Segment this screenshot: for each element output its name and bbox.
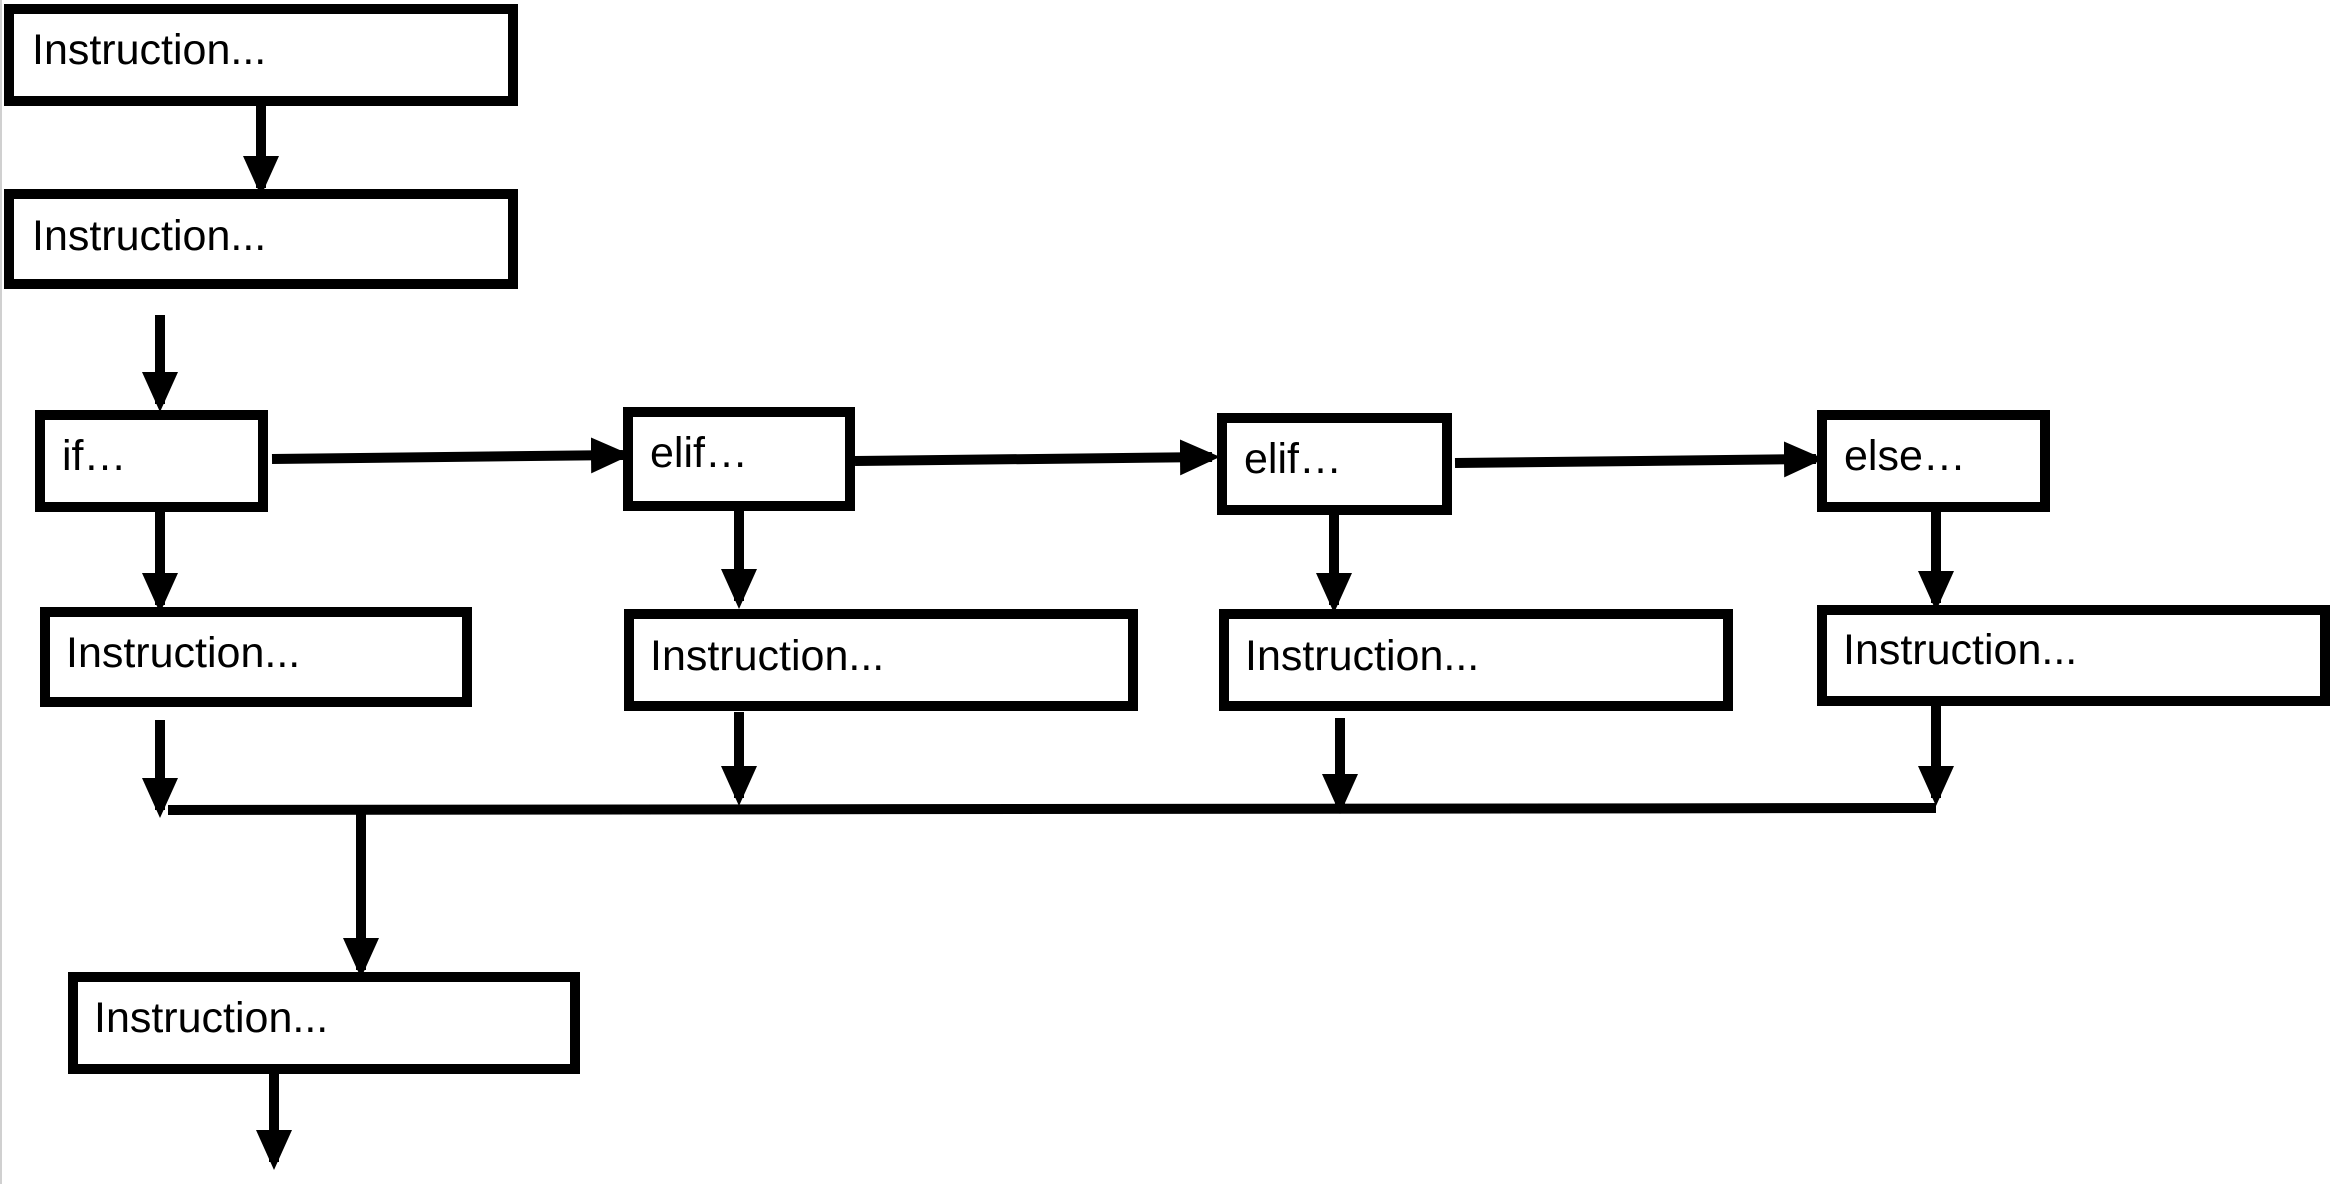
arrow-elif1-to-elif2 <box>854 439 1220 476</box>
merge-line <box>167 803 1937 815</box>
if-label: if… <box>62 432 127 480</box>
if-branch-instruction-box: Instruction... <box>40 607 472 707</box>
elif-2-branch-instruction-box: Instruction... <box>1219 609 1733 711</box>
start-instruction-box-1: Instruction... <box>4 4 518 106</box>
elif-1-branch-instruction-box: Instruction... <box>624 609 1138 711</box>
elif-box-1: elif… <box>623 407 855 511</box>
arrow-if-to-elif1 <box>271 437 631 474</box>
arrow-elif2-to-else <box>1454 441 1824 478</box>
else-branch-instruction-box: Instruction... <box>1817 605 2330 706</box>
end-instruction-box: Instruction... <box>68 972 580 1074</box>
else-box: else… <box>1817 410 2050 512</box>
start-instruction-2-label: Instruction... <box>32 212 266 260</box>
elif-box-2: elif… <box>1217 413 1452 515</box>
elif-2-branch-instruction-label: Instruction... <box>1245 632 1479 680</box>
else-branch-instruction-label: Instruction... <box>1843 626 2077 674</box>
if-branch-instruction-label: Instruction... <box>66 629 300 677</box>
elif-1-branch-instruction-label: Instruction... <box>650 632 884 680</box>
end-instruction-label: Instruction... <box>94 994 328 1042</box>
elif-1-label: elif… <box>650 429 748 477</box>
else-label: else… <box>1844 432 1966 480</box>
start-instruction-1-label: Instruction... <box>32 26 266 74</box>
start-instruction-box-2: Instruction... <box>4 189 518 289</box>
elif-2-label: elif… <box>1244 435 1342 483</box>
if-box: if… <box>35 410 268 512</box>
